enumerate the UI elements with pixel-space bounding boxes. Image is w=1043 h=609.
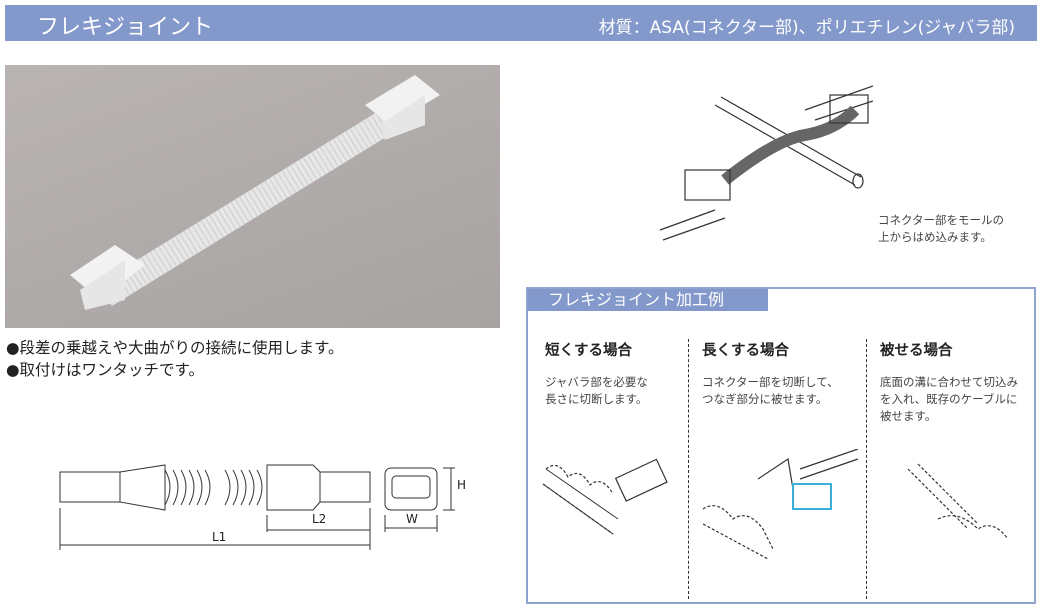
divider: [866, 339, 867, 599]
product-photo: [5, 65, 500, 328]
panel-title: フレキジョイント加工例: [528, 289, 768, 311]
caption-line: 上からはめ込みます。: [878, 230, 992, 244]
dimension-drawing: [59, 464, 455, 550]
case-line: 長さに切断します。: [545, 392, 648, 406]
case-line: つなぎ部分に被せます。: [702, 392, 828, 406]
flex-joint-image: [70, 75, 440, 310]
feature-2: ●取付けはワンタッチです。: [6, 361, 204, 379]
case-line: コネクター部を切断して、: [702, 375, 839, 389]
processing-illustrations: [542, 449, 1009, 559]
case-line: 被せます。: [880, 409, 937, 423]
dim-l2: L2: [312, 512, 327, 526]
product-title: フレキジョイント: [37, 15, 214, 40]
case-line: を入れ、既存のケーブルに: [880, 392, 1018, 406]
feature-1: ●段差の乗越えや大曲がりの接続に使用します。: [6, 339, 344, 357]
case-cover: 被せる場合 底面の溝に合わせて切込み を入れ、既存のケーブルに 被せます。: [880, 339, 1018, 425]
dim-l1: L1: [212, 530, 227, 544]
caption-line: コネクター部をモールの: [878, 213, 1005, 227]
install-caption: コネクター部をモールの 上からはめ込みます。: [878, 212, 1005, 246]
case-line: ジャバラ部を必要な: [545, 375, 648, 389]
material-text: 材質：ASA(コネクター部)、ポリエチレン(ジャバラ部): [598, 18, 1015, 38]
case-lengthen: 長くする場合 コネクター部を切断して、 つなぎ部分に被せます。: [702, 339, 839, 408]
case-shorten: 短くする場合 ジャバラ部を必要な 長さに切断します。: [545, 339, 648, 408]
installation-illustration: [659, 85, 873, 241]
case-title: 短くする場合: [545, 343, 632, 359]
dim-w: W: [406, 512, 418, 526]
processing-examples-panel: フレキジョイント加工例 短くする場合 ジャバラ部を必要な 長さに切断します。 長…: [526, 287, 1036, 604]
header-bar: フレキジョイント 材質：ASA(コネクター部)、ポリエチレン(ジャバラ部): [5, 5, 1037, 41]
divider: [688, 339, 689, 599]
case-title: 長くする場合: [702, 343, 789, 359]
case-line: 底面の溝に合わせて切込み: [880, 375, 1018, 389]
case-title: 被せる場合: [880, 343, 953, 359]
dim-h: H: [457, 478, 467, 492]
